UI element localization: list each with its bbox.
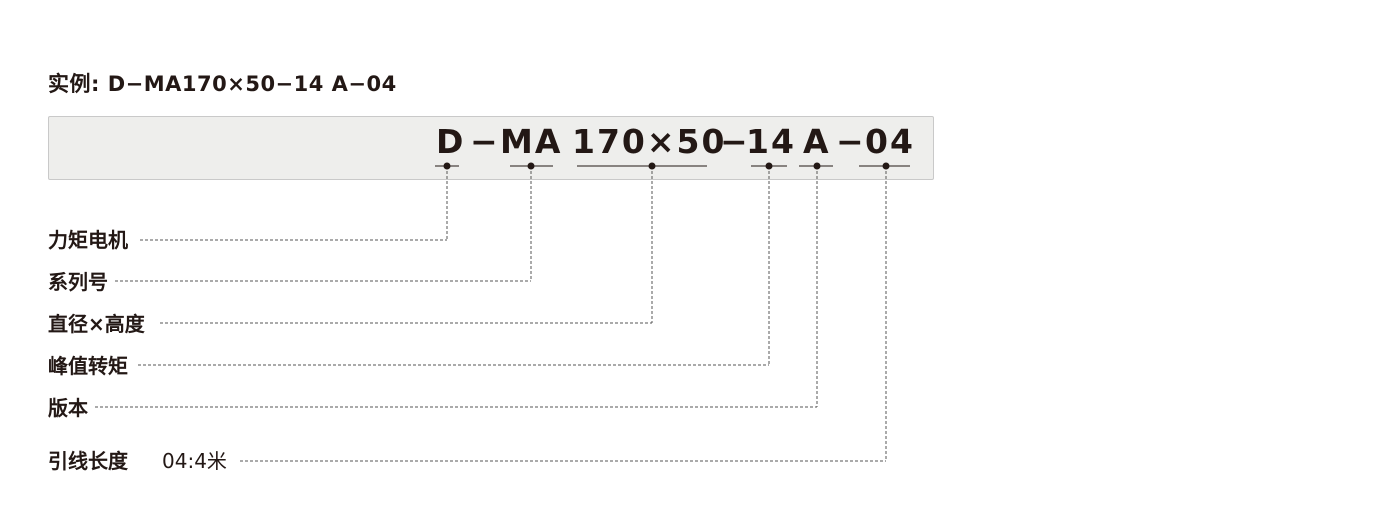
label-series: 系列号 bbox=[48, 270, 114, 294]
dot-torque bbox=[765, 162, 773, 170]
code-separator-2: − bbox=[720, 122, 748, 161]
example-title: 实例: D−MA170×50−14 A−04 bbox=[48, 68, 397, 98]
code-segment-version: A bbox=[803, 122, 831, 161]
code-segment-torque: 14 bbox=[746, 122, 796, 161]
label-lead-length-value: 04:4米 bbox=[162, 449, 233, 473]
code-separator-1: − bbox=[470, 122, 498, 161]
dot-version bbox=[813, 162, 821, 170]
example-prefix: 实例: bbox=[48, 72, 100, 96]
dot-d bbox=[443, 162, 451, 170]
dot-size bbox=[648, 162, 656, 170]
dot-ma bbox=[527, 162, 535, 170]
code-bar bbox=[48, 116, 934, 180]
label-torque-motor: 力矩电机 bbox=[48, 228, 134, 252]
code-segment-ma: MA bbox=[500, 122, 563, 161]
dot-lead bbox=[882, 162, 890, 170]
code-segment-lead: 04 bbox=[865, 122, 915, 161]
code-segment-size: 170×50 bbox=[572, 122, 727, 161]
code-segment-d: D bbox=[436, 122, 466, 161]
code-separator-3: − bbox=[836, 122, 864, 161]
label-peak-torque: 峰值转矩 bbox=[48, 354, 134, 378]
example-code: D−MA170×50−14 A−04 bbox=[107, 72, 397, 96]
label-version: 版本 bbox=[48, 396, 94, 420]
label-lead-length: 引线长度 bbox=[48, 449, 134, 473]
label-diameter-height: 直径×高度 bbox=[48, 312, 151, 336]
